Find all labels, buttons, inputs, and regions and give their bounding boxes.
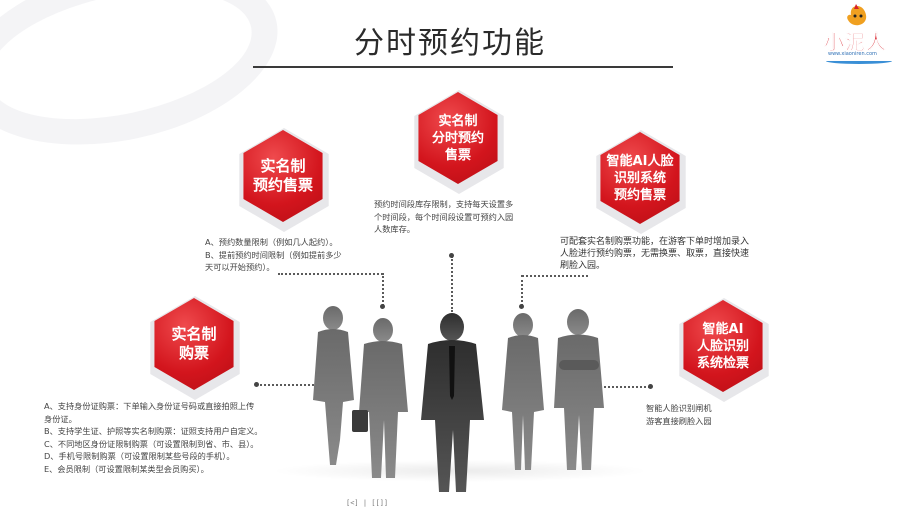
person-silhouette (313, 306, 354, 465)
footer-fragment: [<] | [[]] (346, 499, 389, 507)
person-silhouette (352, 318, 408, 478)
logo-url: www.xiaoniren.com (828, 51, 877, 57)
brand-logo: 小泥人 www.xiaoniren.com (818, 4, 896, 66)
badge-label: 实名制 分时预约 售票 (431, 113, 484, 163)
connector-dot (648, 384, 653, 389)
badge-label: 实名制 预约售票 (252, 157, 313, 194)
desc-timeslot: 预约时间段库存限制，支持每天设置多 个时间段，每个时间段设置可预约入园 人数库存… (374, 199, 514, 234)
logo-swirl (826, 58, 892, 64)
person-silhouette (502, 313, 544, 470)
desc-face-checkin: 智能人脸识别闸机 游客直接刷脸入园 (646, 403, 712, 426)
badge-label: 智能AI 人脸识别 系统检票 (696, 321, 749, 371)
person-silhouette (421, 313, 484, 492)
badge-label: 实名制 购票 (171, 325, 217, 362)
desc-realname-purchase: A、支持身份证购票：下单输入身份证号码或直接拍照上传 身份证。 B、支持学生证、… (44, 401, 263, 474)
desc-face-reservation: 可配套实名制购票功能，在游客下单时增加录入 人脸进行预约购票，无需换票、取票，直… (560, 237, 750, 271)
slide-title: 分时预约功能 (354, 26, 546, 61)
title-underline (253, 66, 673, 68)
badge-realname-purchase: 实名制 购票 (154, 298, 234, 390)
connector-dot (254, 382, 259, 387)
connector-line (600, 386, 650, 388)
connector-line (256, 384, 318, 386)
connector-line (451, 256, 453, 312)
mascot-icon (847, 4, 867, 26)
badge-realname-timeslot-ticket: 实名制 分时预约 售票 (418, 92, 498, 184)
connector-line (278, 273, 383, 275)
connector-dot (449, 253, 454, 258)
badge-realname-reservation: 实名制 预约售票 (243, 130, 323, 222)
connector-line (521, 275, 523, 306)
connector-dot (380, 304, 385, 309)
logo-text: 小泥人 (824, 30, 887, 55)
badge-label: 智能AI人脸 识别系统 预约售票 (606, 153, 674, 203)
connector-line (522, 275, 588, 277)
person-silhouette (554, 309, 604, 470)
connector-line (382, 273, 384, 306)
desc-reservation-limits: A、预约数量限制（例如几人起约）。 B、提前预约时间限制（例如提前多少 天可以开… (205, 237, 342, 272)
connector-dot (519, 304, 524, 309)
